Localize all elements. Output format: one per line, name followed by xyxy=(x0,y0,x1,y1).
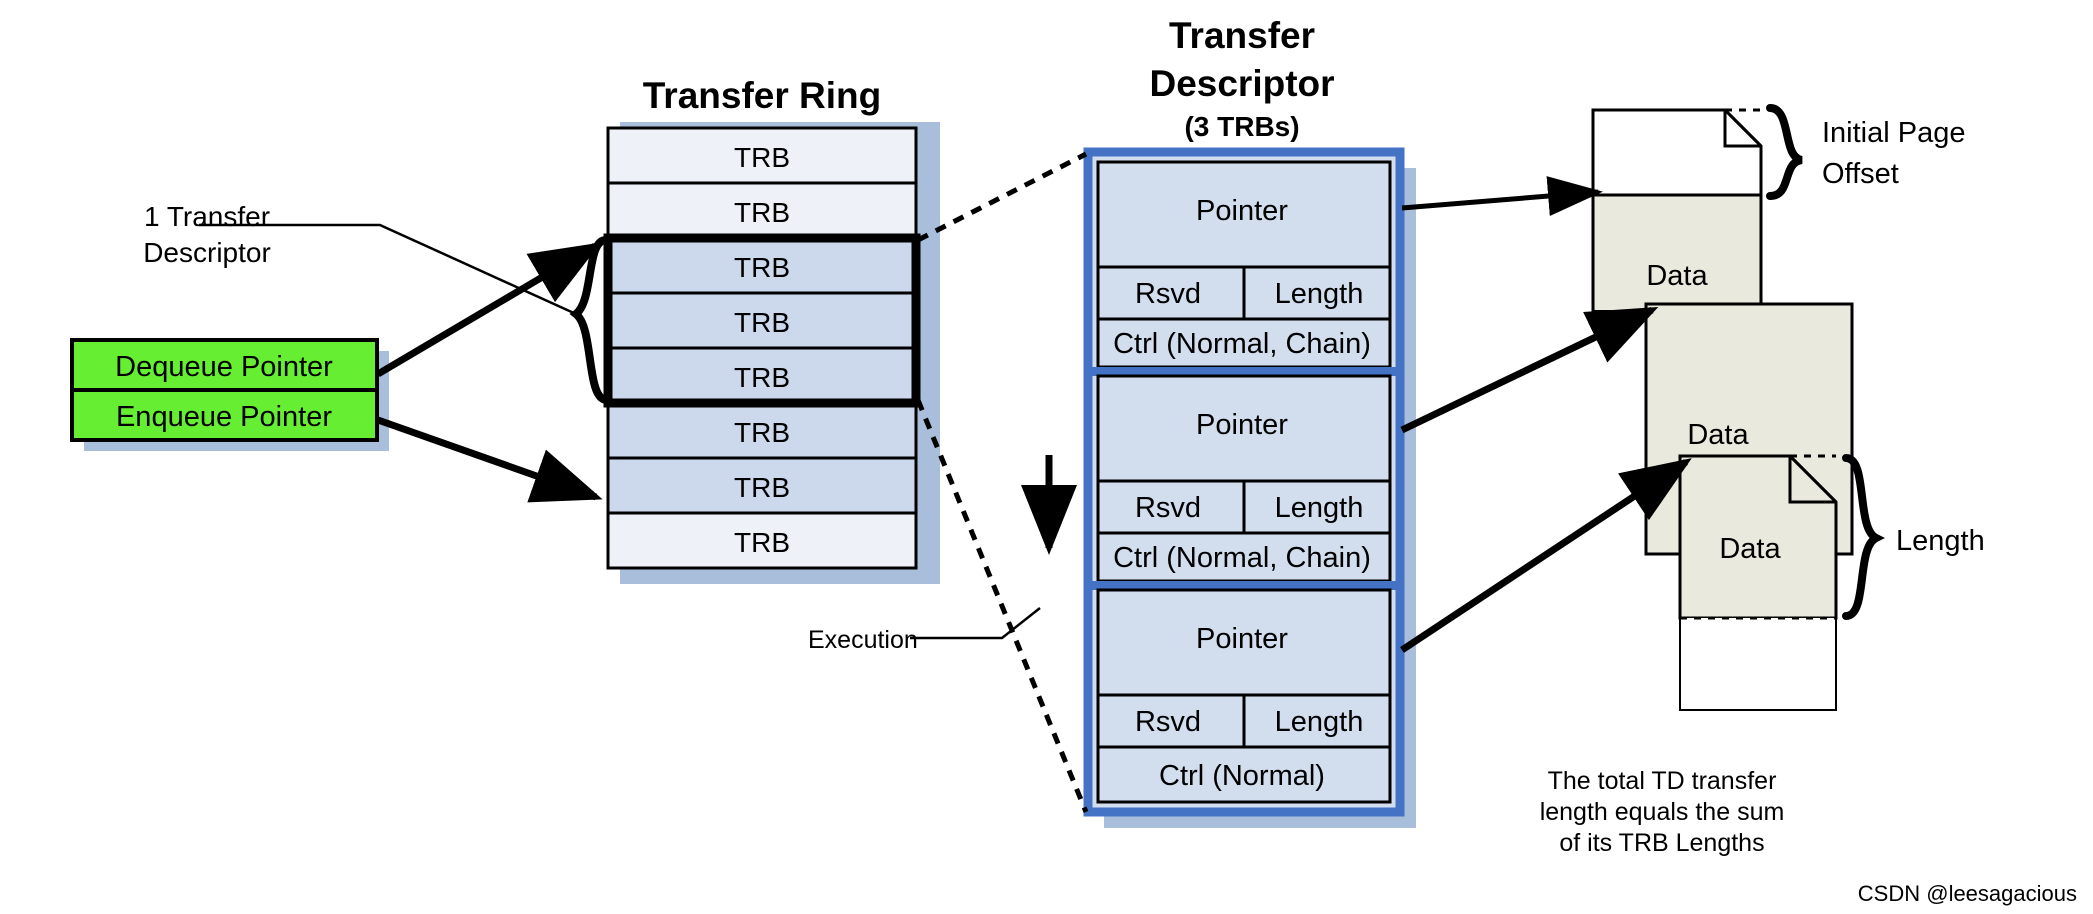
execution-leader xyxy=(910,607,1041,640)
initial-page-offset-label-line2: Offset xyxy=(1822,158,1899,190)
arrow-pointer-3-to-page-3 xyxy=(1400,458,1692,653)
data-page-3[interactable] xyxy=(1678,454,1838,711)
ring-slot-0[interactable] xyxy=(606,126,918,185)
td-trb-2-ctrl-label: Ctrl (Normal, Chain) xyxy=(1113,542,1371,574)
td-trb-3-ctrl-label: Ctrl (Normal) xyxy=(1159,760,1325,792)
td-trb-1-length-label: Length xyxy=(1275,278,1364,310)
td-trb-2-length-cell[interactable] xyxy=(1242,479,1392,535)
td-title-line1: Transfer xyxy=(1169,15,1315,56)
td-trb-3-length-label: Length xyxy=(1275,706,1364,738)
data-page-1[interactable] xyxy=(1591,108,1763,312)
ring-slot-5-label: TRB xyxy=(734,417,790,448)
ring-slot-4-label: TRB xyxy=(734,362,790,393)
one-td-label-line2: Descriptor xyxy=(143,237,271,268)
td-trb-2-ctrl-cell[interactable] xyxy=(1096,531,1392,583)
td-title-line2: Descriptor xyxy=(1149,63,1334,104)
td-trb-3-rsvd-label: Rsvd xyxy=(1135,706,1201,738)
watermark-label: CSDN @leesagacious xyxy=(1858,881,2077,906)
td-trb-3-pointer-label: Pointer xyxy=(1196,623,1288,655)
data-page-1-label: Data xyxy=(1646,260,1708,292)
td-separator-2 xyxy=(1088,581,1400,590)
td-trb-1-rsvd-label: Rsvd xyxy=(1135,278,1201,310)
ring-slot-6[interactable] xyxy=(606,456,918,515)
initial-page-offset-brace xyxy=(1766,104,1804,200)
td-trb-3-pointer-cell[interactable] xyxy=(1096,588,1392,697)
initial-page-offset-label-line1: Initial Page xyxy=(1822,117,1966,149)
td-trb-3-ctrl-cell[interactable] xyxy=(1096,745,1392,804)
td-trb-1-ctrl-label: Ctrl (Normal, Chain) xyxy=(1113,328,1371,360)
arrow-dequeue xyxy=(376,242,602,378)
expand-connector-bottom xyxy=(915,399,1089,813)
enqueue-pointer-box[interactable] xyxy=(70,388,379,442)
data-page-2-label: Data xyxy=(1687,419,1749,451)
td-trb-2 xyxy=(1096,374,1392,583)
arrow-pointer-2-to-page-2 xyxy=(1400,306,1659,434)
note-line-2: length equals the sum xyxy=(1540,798,1785,826)
td-trb-3 xyxy=(1096,588,1392,804)
td-trb-2-pointer-cell[interactable] xyxy=(1096,374,1392,483)
td-separator-1 xyxy=(1088,367,1400,376)
td-trb-1-pointer-cell[interactable] xyxy=(1096,160,1392,269)
td-trb-2-length-label: Length xyxy=(1275,492,1364,524)
dequeue-pointer-label: Dequeue Pointer xyxy=(115,351,333,383)
note-line-3: of its TRB Lengths xyxy=(1559,829,1764,857)
ring-td-highlight-outline xyxy=(603,233,921,408)
ring-slot-6-label: TRB xyxy=(734,472,790,503)
ring-slot-3-label: TRB xyxy=(734,307,790,338)
enqueue-pointer-label: Enqueue Pointer xyxy=(116,401,332,433)
td-trb-2-rsvd-label: Rsvd xyxy=(1135,492,1201,524)
leader-one-td xyxy=(199,223,577,316)
td-trb-1 xyxy=(1096,160,1392,369)
ring-slot-7[interactable] xyxy=(606,511,918,570)
note-line-1: The total TD transfer xyxy=(1548,767,1777,795)
ring-slot-1-label: TRB xyxy=(734,197,790,228)
td-trb-3-length-cell[interactable] xyxy=(1242,693,1392,749)
arrow-pointer-1-to-page-1 xyxy=(1401,176,1603,217)
td-trb-1-ctrl-cell[interactable] xyxy=(1096,317,1392,369)
one-td-label-line1: 1 Transfer xyxy=(144,201,270,232)
td-trb-3-rsvd-cell[interactable] xyxy=(1096,693,1246,749)
ring-slot-2-label: TRB xyxy=(734,252,790,283)
length-brace-label: Length xyxy=(1896,525,1985,557)
arrow-enqueue xyxy=(376,416,603,503)
length-brace xyxy=(1842,454,1885,620)
ring-slot-2[interactable] xyxy=(606,236,918,295)
ring-title: Transfer Ring xyxy=(643,75,882,116)
td-trb-2-pointer-label: Pointer xyxy=(1196,409,1288,441)
ring-slot-0-label: TRB xyxy=(734,142,790,173)
dequeue-pointer-box[interactable] xyxy=(70,338,379,392)
ring-slot-1[interactable] xyxy=(606,181,918,240)
execution-label: Execution xyxy=(808,626,918,654)
data-page-3-label: Data xyxy=(1719,533,1781,565)
ring-slot-7-label: TRB xyxy=(734,527,790,558)
transfer-ring-slots xyxy=(603,126,921,570)
td-trb-1-length-cell[interactable] xyxy=(1242,265,1392,321)
td-trb-1-rsvd-cell[interactable] xyxy=(1096,265,1246,321)
td-trb-1-pointer-label: Pointer xyxy=(1196,195,1288,227)
td-title-sub: (3 TRBs) xyxy=(1184,111,1299,142)
